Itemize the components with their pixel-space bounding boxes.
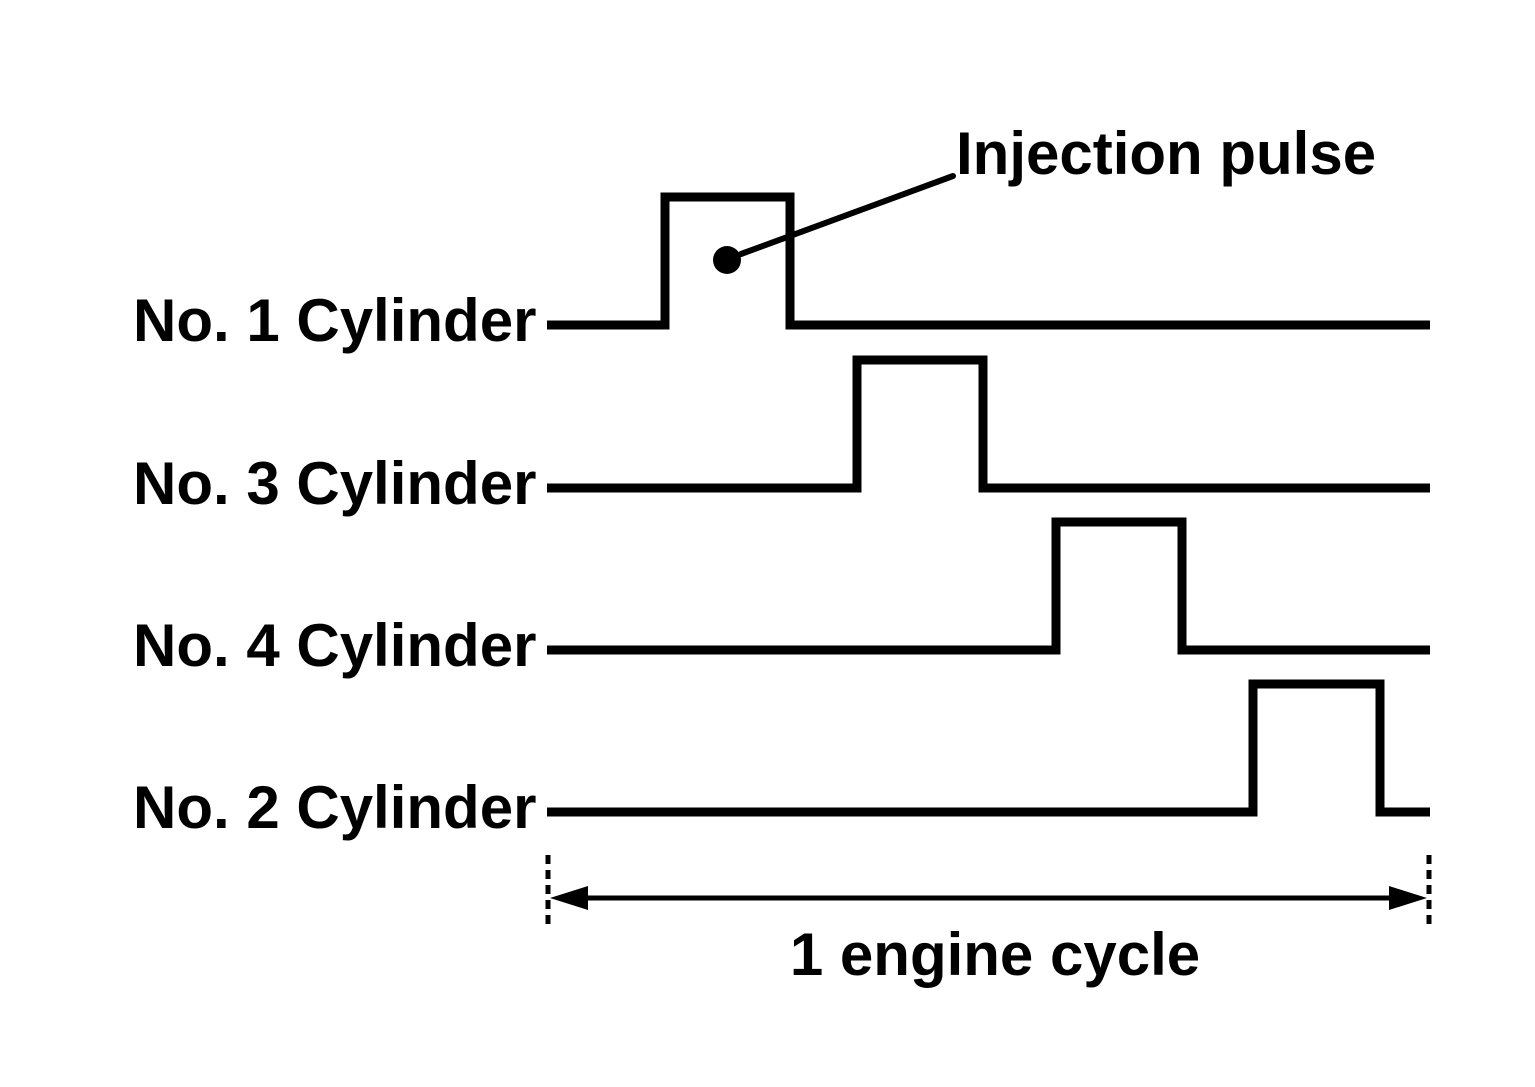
injection-pulse-dot xyxy=(713,246,741,274)
engine-cycle-arrowhead-left xyxy=(550,886,588,910)
waveform-no-2-cylinder xyxy=(547,679,1430,817)
injection-pulse-leader-line xyxy=(738,173,956,257)
injection-pulse-label: Injection pulse xyxy=(956,120,1377,187)
engine-cycle-label: 1 engine cycle xyxy=(789,921,1201,988)
label-no-3-cylinder: No. 3 Cylinder xyxy=(133,450,537,517)
waveform-no-3-cylinder xyxy=(547,355,1430,493)
engine-cycle-arrowhead-right xyxy=(1389,886,1427,910)
label-no-2-cylinder: No. 2 Cylinder xyxy=(133,774,537,841)
label-no-1-cylinder: No. 1 Cylinder xyxy=(133,287,537,354)
waveform-no-1-cylinder xyxy=(547,192,1430,330)
label-no-4-cylinder: No. 4 Cylinder xyxy=(133,612,537,679)
waveform-no-4-cylinder xyxy=(547,517,1430,655)
